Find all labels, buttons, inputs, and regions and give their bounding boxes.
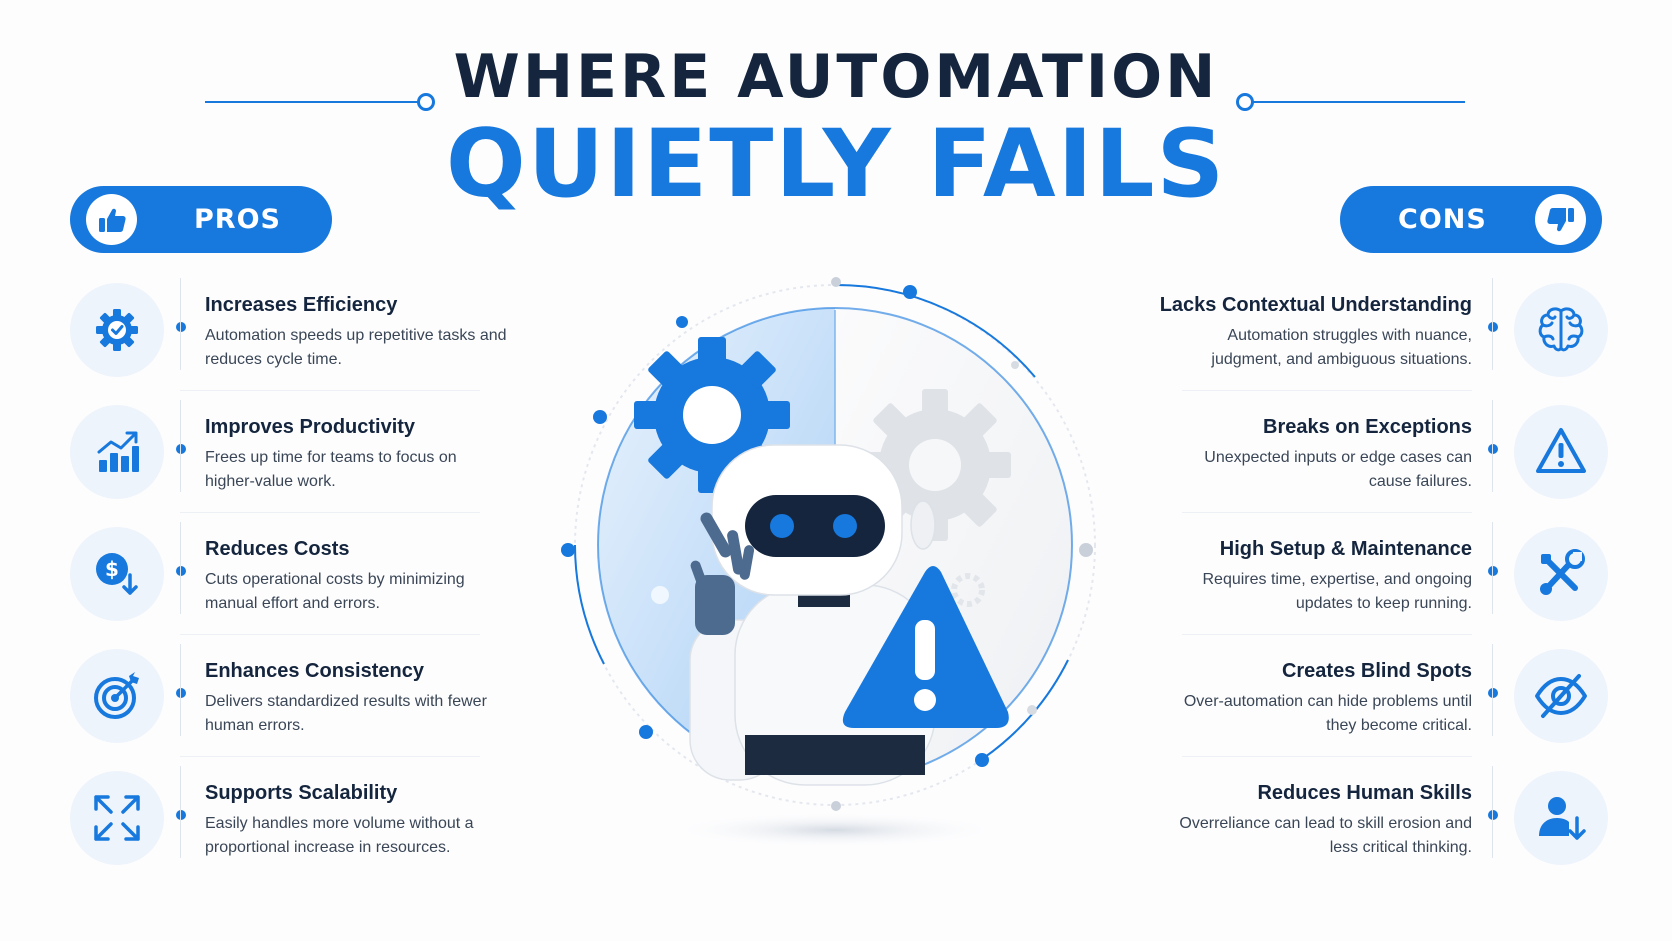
robot-thinking-illustration xyxy=(561,277,1096,848)
pro-item-costs: $ Reduces Costs Cuts operational costs b… xyxy=(70,522,510,626)
con-item-description: Over-automation can hide problems until … xyxy=(1183,693,1472,734)
pro-item-consistency: Enhances Consistency Delivers standardiz… xyxy=(70,644,510,748)
pro-divider-line xyxy=(180,278,181,370)
thumbs-down-icon xyxy=(1535,194,1586,245)
pro-bullet xyxy=(176,688,186,698)
pro-divider-line xyxy=(180,644,181,736)
con-item-context: Lacks Contextual Understanding Automatio… xyxy=(1140,278,1608,382)
cons-header: CONS xyxy=(1340,186,1602,253)
dollar-down-icon: $ xyxy=(70,527,164,621)
pro-bullet xyxy=(176,566,186,576)
pro-item-title: Supports Scalability xyxy=(205,782,398,804)
pros-label: PROS xyxy=(194,204,281,235)
pro-divider-line xyxy=(180,400,181,492)
con-divider-line xyxy=(1492,278,1493,370)
pros-header: PROS xyxy=(70,186,332,253)
pro-bullet xyxy=(176,810,186,820)
robot-hand xyxy=(690,512,755,635)
title-decoration-left-line xyxy=(205,101,420,103)
pro-item-title: Enhances Consistency xyxy=(205,660,424,682)
title-decoration-right-line xyxy=(1252,101,1465,103)
user-down-icon xyxy=(1514,771,1608,865)
pro-row-divider xyxy=(180,390,480,391)
con-row-divider xyxy=(1182,512,1472,513)
pro-item-description: Cuts operational costs by minimizing man… xyxy=(205,571,465,612)
tools-icon xyxy=(1514,527,1608,621)
con-bullet xyxy=(1488,444,1498,454)
svg-text:$: $ xyxy=(105,557,119,581)
con-item-title: Lacks Contextual Understanding xyxy=(1159,294,1472,316)
outer-orbit-ring xyxy=(561,277,1096,811)
con-item-description: Overreliance can lead to skill erosion a… xyxy=(1179,815,1472,856)
pro-row-divider xyxy=(180,634,480,635)
con-divider-line xyxy=(1492,766,1493,858)
pro-row-divider xyxy=(180,512,480,513)
pro-item-scalability: Supports Scalability Easily handles more… xyxy=(70,766,510,870)
pro-item-title: Reduces Costs xyxy=(205,538,350,560)
con-item-description: Requires time, expertise, and ongoing up… xyxy=(1202,571,1473,612)
title-decoration-left-dot xyxy=(417,93,435,111)
growth-chart-icon xyxy=(70,405,164,499)
pro-row-divider xyxy=(180,756,480,757)
pro-bullet xyxy=(176,444,186,454)
gear-check-icon xyxy=(70,283,164,377)
con-bullet xyxy=(1488,322,1498,332)
con-item-setup: High Setup & Maintenance Requires time, … xyxy=(1140,522,1608,626)
con-item-description: Unexpected inputs or edge cases can caus… xyxy=(1204,449,1472,490)
con-bullet xyxy=(1488,810,1498,820)
con-divider-line xyxy=(1492,400,1493,492)
con-bullet xyxy=(1488,566,1498,576)
cons-label: CONS xyxy=(1398,204,1487,235)
robot xyxy=(689,444,936,786)
con-divider-line xyxy=(1492,522,1493,614)
title-line-1: WHERE AUTOMATION xyxy=(453,42,1219,112)
eye-off-icon xyxy=(1514,649,1608,743)
brain-icon xyxy=(1514,283,1608,377)
pro-item-efficiency: Increases Efficiency Automation speeds u… xyxy=(70,278,510,382)
con-row-divider xyxy=(1182,756,1472,757)
con-item-human-skills: Reduces Human Skills Overreliance can le… xyxy=(1140,766,1608,870)
pro-item-title: Increases Efficiency xyxy=(205,294,398,316)
con-item-title: High Setup & Maintenance xyxy=(1219,538,1472,560)
pro-item-description: Easily handles more volume without a pro… xyxy=(205,815,474,856)
con-item-blind-spots: Creates Blind Spots Over-automation can … xyxy=(1140,644,1608,748)
ground-shadow xyxy=(665,812,1005,848)
con-row-divider xyxy=(1182,390,1472,391)
pro-item-description: Frees up time for teams to focus on high… xyxy=(205,449,457,490)
pro-item-title: Improves Productivity xyxy=(205,416,416,438)
con-bullet xyxy=(1488,688,1498,698)
con-item-title: Reduces Human Skills xyxy=(1257,782,1472,804)
pro-item-description: Automation speeds up repetitive tasks an… xyxy=(205,327,507,368)
warning-triangle-icon xyxy=(842,566,1009,728)
con-row-divider xyxy=(1182,634,1472,635)
warning-icon xyxy=(1514,405,1608,499)
con-divider-line xyxy=(1492,644,1493,736)
pro-bullet xyxy=(176,322,186,332)
pro-divider-line xyxy=(180,766,181,858)
target-icon xyxy=(70,649,164,743)
con-item-description: Automation struggles with nuance, judgme… xyxy=(1211,327,1472,368)
pro-item-productivity: Improves Productivity Frees up time for … xyxy=(70,400,510,504)
con-item-title: Breaks on Exceptions xyxy=(1263,416,1472,438)
expand-arrows-icon xyxy=(70,771,164,865)
pro-divider-line xyxy=(180,522,181,614)
con-item-title: Creates Blind Spots xyxy=(1281,660,1472,682)
title-line-2: QUIETLY FAILS xyxy=(445,110,1227,219)
con-item-exceptions: Breaks on Exceptions Unexpected inputs o… xyxy=(1140,400,1608,504)
pro-item-description: Delivers standardized results with fewer… xyxy=(205,693,487,734)
thumbs-up-icon xyxy=(86,194,137,245)
title-decoration-right-dot xyxy=(1236,93,1254,111)
